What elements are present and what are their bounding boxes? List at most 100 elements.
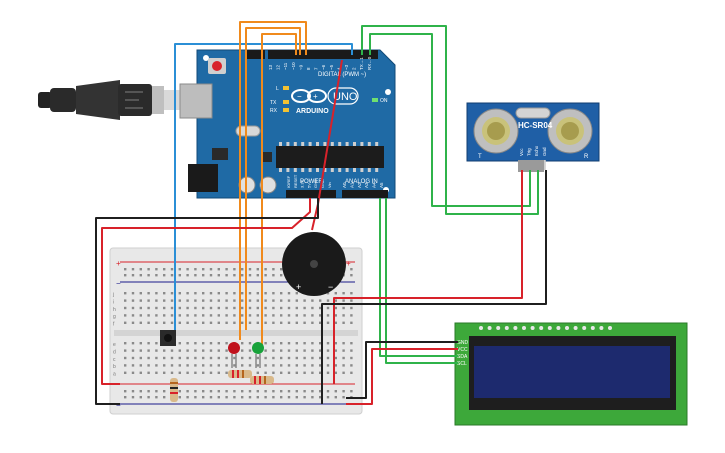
wire-green-scl (385, 198, 458, 364)
analog-pin-label: A3 (364, 182, 369, 188)
wire-black-sensor-gnd (321, 170, 547, 404)
row-label: e (113, 342, 116, 348)
digital-pin-label: ~9 (298, 64, 303, 70)
analog-pin-label: A0 (342, 182, 347, 188)
sensor-model: HC-SR04 (518, 121, 553, 130)
digital-pin-label: ~10 (291, 62, 296, 70)
digital-pin-label: ~5 (329, 64, 334, 70)
analog-header-label: ANALOG IN (345, 179, 378, 185)
led-l-label: L (276, 86, 279, 92)
digital-pin-label: 8 (306, 67, 311, 70)
sensor-pin-label: Vcc (519, 148, 524, 156)
led-green (252, 342, 264, 368)
row-label: g (113, 314, 116, 320)
led-red (228, 342, 240, 368)
lcd-pin-label: SDA (457, 354, 468, 360)
row-label: f (113, 322, 115, 328)
rail-plus-label-right: + (346, 259, 351, 268)
resistor-2 (228, 370, 252, 378)
wire-red-lcd-vcc (346, 348, 458, 405)
rail-minus-label: − (116, 279, 121, 288)
chip-pins (279, 142, 379, 172)
breadboard-holes (124, 268, 353, 399)
analog-pin-label: A5 (379, 182, 384, 188)
reset-button[interactable] (212, 61, 222, 71)
power-header-label: POWER (300, 179, 323, 185)
row-label: a (113, 372, 116, 378)
analog-pin-label: A4 (372, 182, 377, 188)
digital-pin-label: TX→1 (359, 57, 364, 70)
analog-pin-label: A2 (357, 182, 362, 188)
wire-green-sda (379, 198, 458, 357)
svg-text:+: + (313, 92, 318, 101)
sensor-right-marker: R (584, 154, 589, 160)
power-pin-label: IOREF (286, 175, 291, 188)
power-pin-label: GND (320, 179, 325, 188)
digital-pin-label: ~3 (344, 64, 349, 70)
rail-plus-label: + (116, 259, 121, 268)
resistor-1 (170, 378, 178, 402)
digital-pin-label: 4 (336, 67, 341, 70)
power-pin-label: 3.3V (300, 179, 305, 188)
power-pin-label: GND (313, 179, 318, 188)
row-label: b (113, 364, 116, 370)
row-label: h (113, 307, 116, 313)
wire-green-echo (369, 33, 531, 207)
digital-pin-label: ~6 (321, 64, 326, 70)
sensor-pin-label: Echo (534, 145, 539, 156)
digital-pin-label: 7 (314, 67, 319, 70)
led-tx-label: TX (270, 100, 277, 106)
power-pin-label: RESET (293, 174, 298, 188)
digital-header-label: DIGITAL (PWM ~) (318, 72, 366, 78)
analog-pin-label: A1 (349, 182, 354, 188)
usb-cable (38, 80, 180, 120)
digital-pin-label: RX←0 (367, 56, 372, 70)
lcd-top-pins (479, 326, 612, 330)
resistor-3 (250, 376, 274, 384)
on-led-label: ON (380, 98, 388, 104)
wire-black-lcd-gnd (346, 341, 458, 399)
row-label: c (113, 357, 116, 363)
arduino-brand: ARDUINO (296, 108, 329, 115)
sensor-pin-label: Trig (527, 148, 532, 156)
wire-red-5v (101, 198, 311, 385)
wire-blue-button (174, 43, 353, 330)
wire-orange-led-red (239, 21, 307, 340)
power-pin-label: Vin (327, 182, 332, 188)
lcd-pin-label: SCL (457, 361, 467, 367)
buzzer-minus-label: − (328, 282, 333, 292)
wire-red-sensor-vcc (333, 170, 523, 384)
sensor-left-marker: T (478, 154, 482, 160)
power-pin-label: 5V (306, 183, 311, 188)
piezo-buzzer: + − (282, 232, 346, 296)
wire-orange-led-green-2 (261, 33, 297, 348)
lcd-pin-label: GND (457, 340, 469, 346)
lcd-pin-label: VCC (457, 347, 468, 353)
row-label: i (113, 299, 114, 305)
wire-orange-led-green (245, 27, 301, 330)
wire-green-trig (361, 25, 539, 215)
digital-pin-label: 13 (268, 64, 273, 70)
arduino-uno: L TX RX ON − + ARDUINO UNO DIGITAL (PWM … (179, 49, 396, 199)
digital-pin-label: 12 (276, 64, 281, 70)
row-label: d (113, 349, 116, 355)
led-rx-label: RX (270, 108, 278, 114)
buzzer-plus-label: + (296, 282, 301, 292)
digital-pin-label: ~11 (283, 62, 288, 70)
svg-text:−: − (297, 92, 302, 101)
row-label: j (112, 292, 114, 298)
rail-minus-label-bottom: − (116, 401, 121, 410)
wires (95, 21, 547, 405)
wire-black-gnd (95, 198, 319, 405)
arduino-model: UNO (333, 91, 358, 103)
sensor-pin-label: Gnd (542, 147, 547, 156)
pushbutton[interactable] (160, 330, 176, 346)
